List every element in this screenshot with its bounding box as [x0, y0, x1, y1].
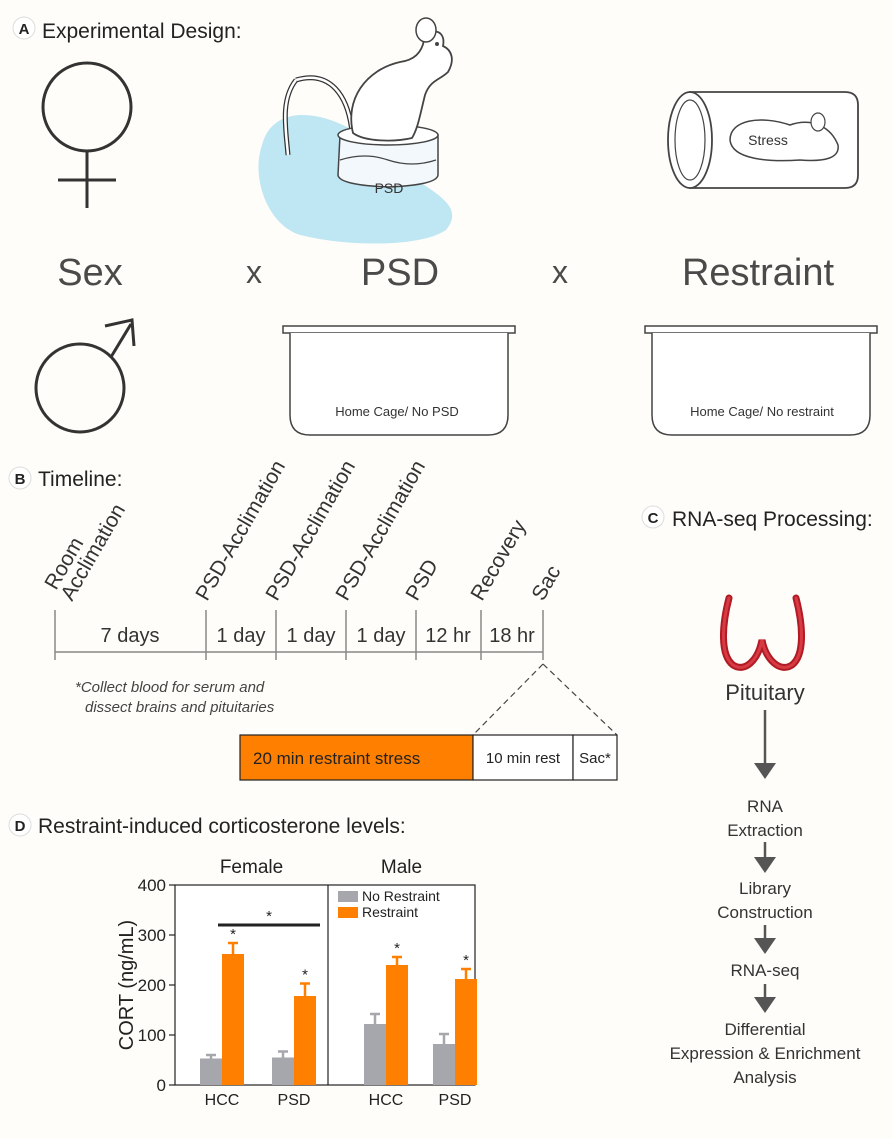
- y-axis-label: CORT (ng/mL): [116, 920, 138, 1050]
- panel-d: D Restraint-induced corticosterone level…: [8, 813, 477, 1109]
- significance-0: *: [230, 926, 236, 943]
- bar-no-restraint-3: [433, 1044, 455, 1085]
- y-tick-label-3: 300: [138, 926, 166, 945]
- step-expression-enrichment: Expression & Enrichment: [670, 1044, 861, 1063]
- step-differential: Differential: [725, 1020, 806, 1039]
- significance-1: *: [302, 967, 308, 984]
- female-symbol-icon: [41, 61, 133, 208]
- legend-label-1: Restraint: [362, 904, 418, 920]
- event-recovery: Recovery: [466, 516, 531, 605]
- panel-d-title: Restraint-induced corticosterone levels:: [38, 815, 406, 838]
- panel-a: A Experimental Design: PSD: [12, 16, 878, 436]
- timeline-axis: [54, 610, 544, 660]
- panel-a-title: Experimental Design:: [42, 20, 242, 43]
- event-sac: Sac: [527, 562, 565, 605]
- factor-restraint: Restraint: [682, 252, 834, 294]
- home-cage-psd-label: Home Cage/ No PSD: [335, 404, 459, 419]
- rest-segment: 10 min rest: [486, 750, 561, 767]
- x-tick-label-1: PSD: [278, 1092, 311, 1109]
- panel-b: B Timeline: Room Acclimation PSD-Acclima…: [8, 457, 618, 781]
- bar-restraint-3: [455, 979, 477, 1085]
- legend-swatch-0: [338, 891, 358, 902]
- chart-frame: [174, 884, 476, 1086]
- event-psd: PSD: [401, 556, 443, 605]
- x-tick-label-0: HCC: [205, 1092, 240, 1109]
- duration-18-hr: 18 hr: [489, 625, 535, 647]
- y-tick-label-1: 100: [138, 1026, 166, 1045]
- panel-d-letter: D: [15, 818, 26, 835]
- factor-sex: Sex: [57, 252, 122, 294]
- panel-c-title: RNA-seq Processing:: [672, 508, 873, 531]
- legend-label-0: No Restraint: [362, 888, 440, 904]
- bar-restraint-2: [386, 965, 408, 1085]
- bar-no-restraint-1: [272, 1057, 294, 1085]
- sac-segment: Sac*: [579, 750, 611, 767]
- duration-12-hr: 12 hr: [425, 625, 471, 647]
- sac-protocol-box: 20 min restraint stress 10 min rest Sac*: [239, 734, 618, 781]
- timeline-note-2: dissect brains and pituitaries: [85, 699, 275, 716]
- duration-7-days: 7 days: [101, 625, 160, 647]
- timeline-note-1: *Collect blood for serum and: [75, 679, 265, 696]
- step-extraction: Extraction: [727, 821, 803, 840]
- bar-restraint-1: [294, 996, 316, 1085]
- step-library: Library: [739, 879, 791, 898]
- y-tick-label-0: 0: [157, 1076, 166, 1095]
- bar-restraint-0: [222, 954, 244, 1085]
- x-tick-label-2: HCC: [369, 1092, 404, 1109]
- timeline-durations: 7 days 1 day 1 day 1 day 12 hr 18 hr: [101, 625, 536, 647]
- panel-c: C RNA-seq Processing: Pituitary RNA Extr…: [641, 505, 873, 1087]
- step-rna: RNA: [747, 797, 784, 816]
- step-rna-seq: RNA-seq: [731, 961, 800, 980]
- panel-c-letter: C: [648, 510, 659, 527]
- duration-1-day-3: 1 day: [357, 625, 406, 647]
- rna-workflow-arrows: [754, 710, 776, 1013]
- stress-label: Stress: [748, 132, 788, 148]
- psd-platform-label: PSD: [375, 180, 404, 196]
- male-symbol-icon: [34, 318, 136, 434]
- legend-swatch-1: [338, 907, 358, 918]
- significance-2: *: [394, 940, 400, 957]
- pituitary-icon: [720, 594, 805, 671]
- duration-1-day-2: 1 day: [287, 625, 336, 647]
- sac-zoom-lines: [472, 663, 618, 736]
- duration-1-day-1: 1 day: [217, 625, 266, 647]
- factor-psd: PSD: [361, 252, 439, 294]
- panel-title-male: Male: [381, 857, 422, 878]
- panel-b-letter: B: [15, 471, 26, 488]
- step-analysis: Analysis: [733, 1068, 796, 1087]
- home-cage-restraint-label: Home Cage/ No restraint: [690, 404, 834, 419]
- y-tick-label-4: 400: [138, 876, 166, 895]
- panel-a-letter: A: [19, 21, 30, 38]
- restraint-tube-icon: Stress: [667, 91, 859, 189]
- step-construction: Construction: [717, 903, 812, 922]
- significance-3: *: [463, 952, 469, 969]
- pituitary-label: Pituitary: [725, 680, 804, 705]
- restraint-stress-segment: 20 min restraint stress: [253, 749, 420, 768]
- home-cage-psd-icon: Home Cage/ No PSD: [282, 325, 516, 436]
- bar-no-restraint-2: [364, 1024, 386, 1085]
- comparison-bracket-label: *: [266, 908, 272, 925]
- factor-times-2: x: [552, 254, 568, 290]
- factor-times-1: x: [246, 254, 262, 290]
- home-cage-restraint-icon: Home Cage/ No restraint: [644, 325, 878, 436]
- y-tick-label-2: 200: [138, 976, 166, 995]
- rna-workflow-steps: RNA Extraction Library Construction RNA-…: [670, 797, 861, 1087]
- panel-title-female: Female: [220, 857, 283, 878]
- mouse-on-platform-icon: PSD: [258, 17, 453, 244]
- bar-no-restraint-0: [200, 1058, 222, 1085]
- x-tick-label-3: PSD: [439, 1092, 472, 1109]
- panel-b-title: Timeline:: [38, 468, 122, 491]
